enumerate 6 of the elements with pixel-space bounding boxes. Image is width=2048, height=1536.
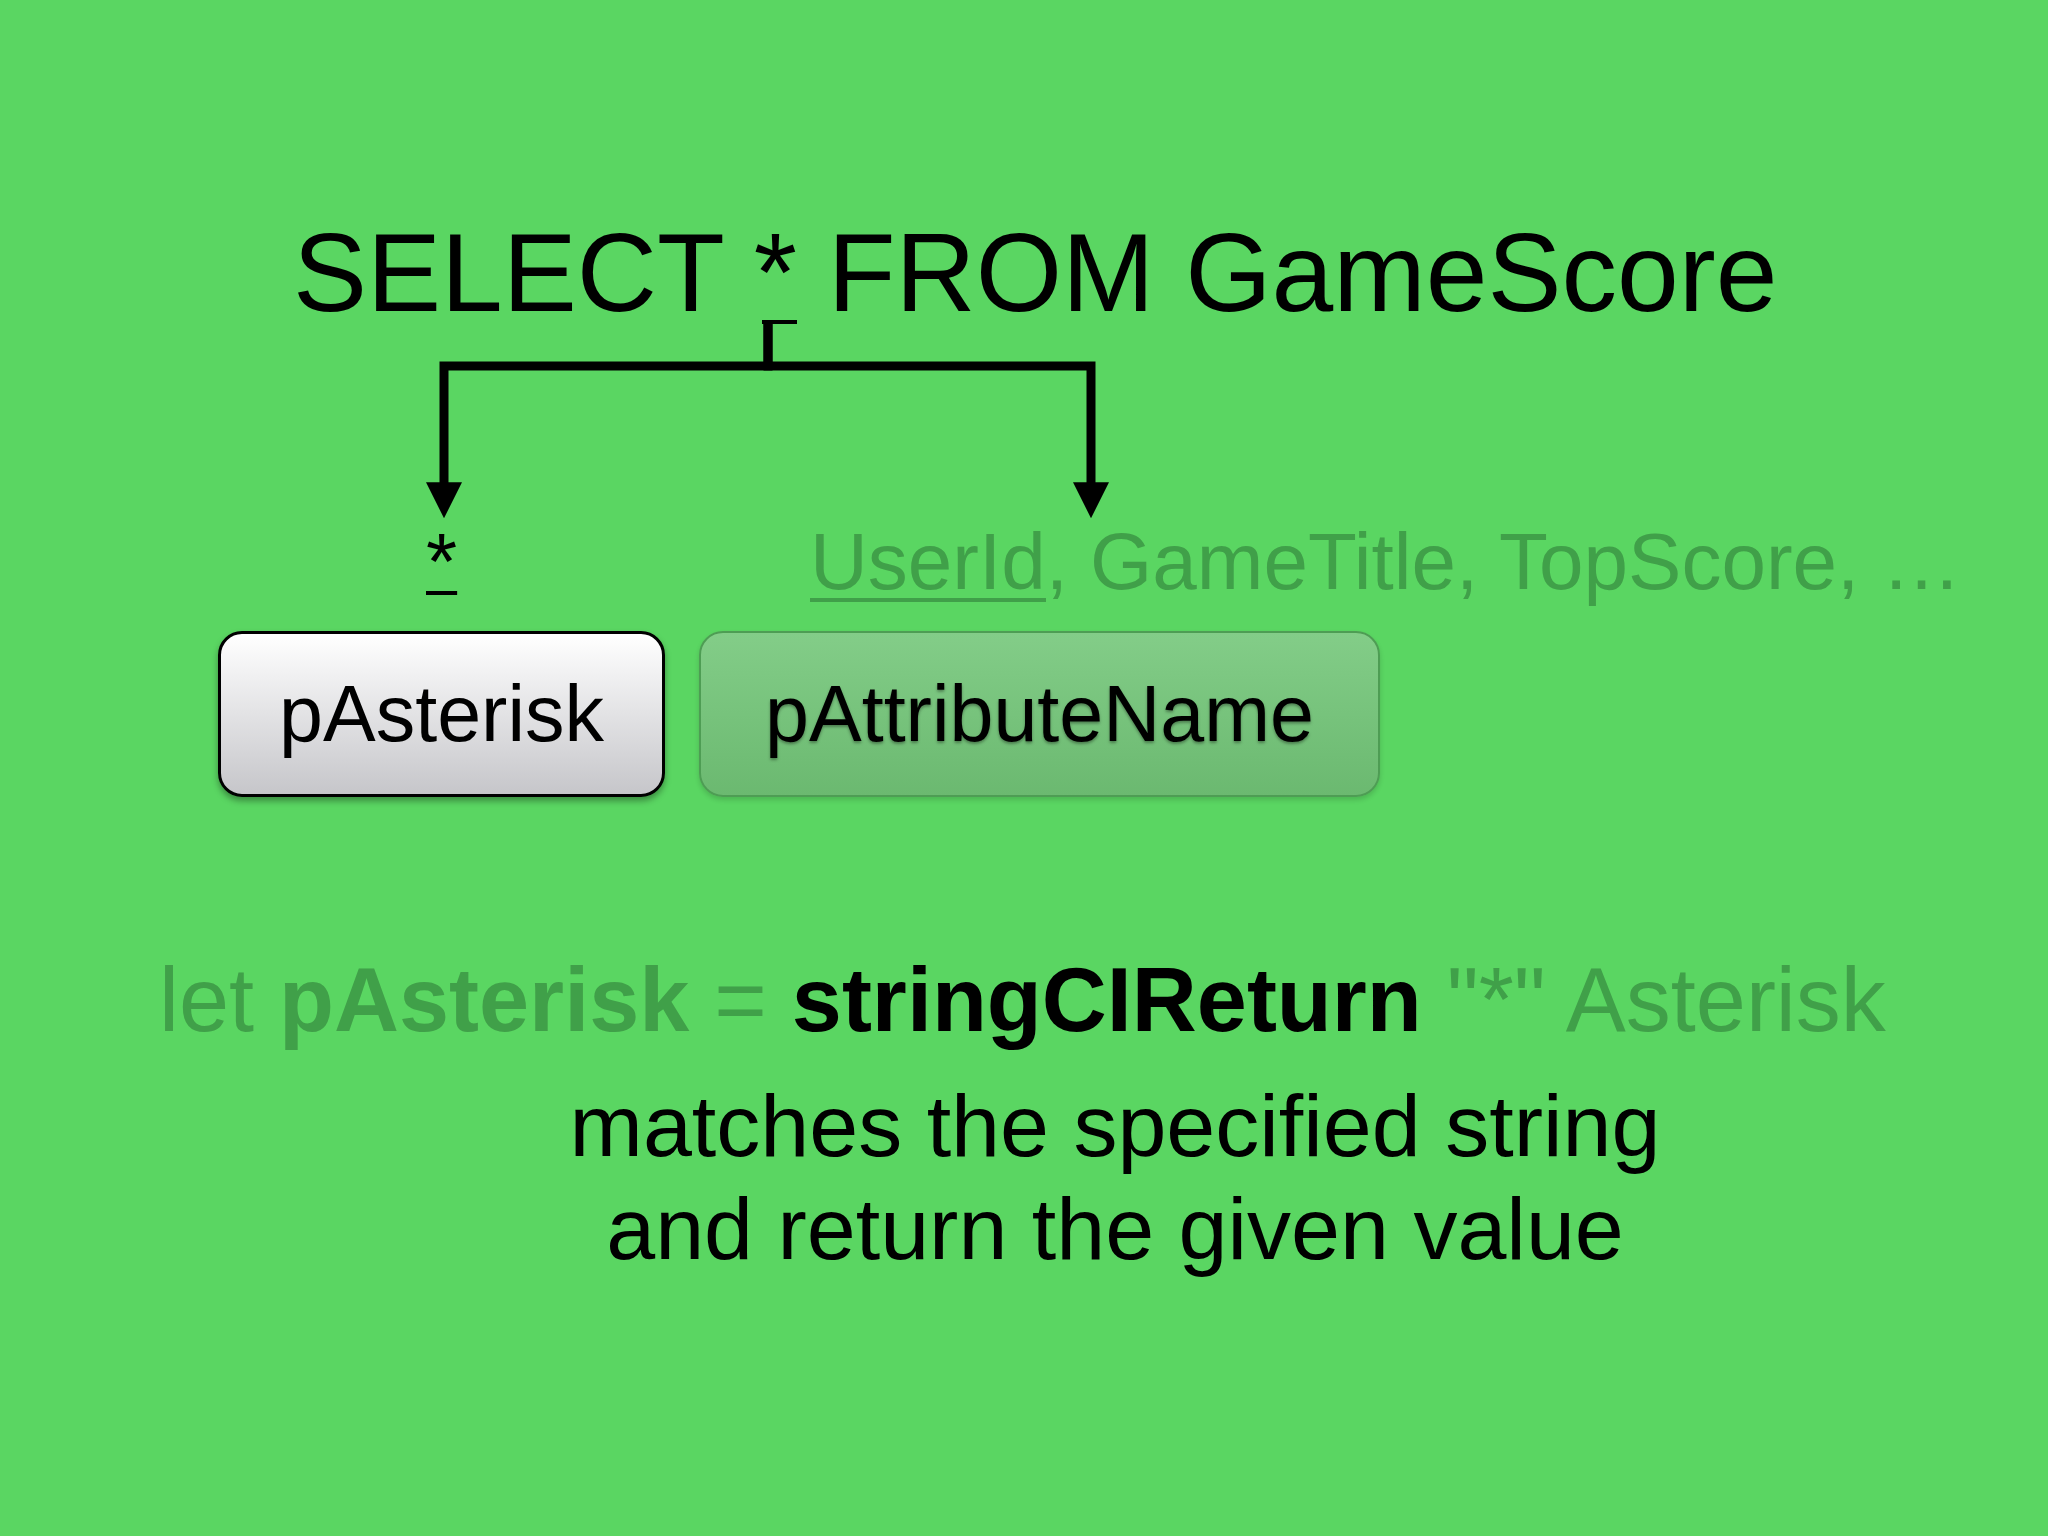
bracket-arrow — [763, 323, 1109, 519]
parser-box: pAsterisk — [218, 631, 665, 797]
token-text: * — [426, 518, 458, 607]
sql-query-text: SELECT * FROM GameScore — [293, 223, 1778, 324]
parser-box: pAttributeName — [699, 631, 1380, 797]
description-text: matches the specified string and return the given value — [568, 1074, 1662, 1281]
